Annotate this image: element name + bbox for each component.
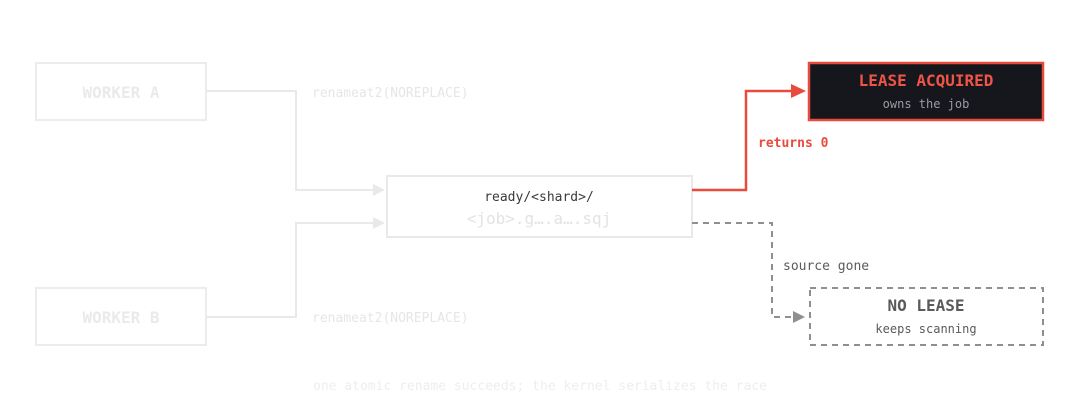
no-lease-title: NO LEASE [887,296,964,315]
win-connector [692,89,792,192]
lose-edge-label: source gone [783,259,869,274]
lease-acquired-title: LEASE ACQUIRED [859,71,994,90]
no-lease-subtitle: keeps scanning [875,322,976,336]
win-arrowhead [791,84,806,98]
win-edge-label: returns 0 [758,136,829,151]
worker-a-node: WORKER A [35,62,207,121]
worker-b-connector [206,222,375,318]
worker-b-arrowhead [373,217,385,229]
lease-acquired-subtitle: owns the job [883,97,970,111]
worker-a-call-label: renameat2(NOREPLACE) [312,86,469,101]
no-lease-node: NO LEASE keeps scanning [809,287,1044,346]
source-dir-label: ready/<shard>/ [484,190,594,205]
worker-b-node: WORKER B [35,287,207,346]
source-node: ready/<shard>/ <job>.g….a….sqj [386,175,693,238]
worker-a-connector [206,90,375,191]
lose-arrowhead [793,311,805,323]
diagram-caption: one atomic rename succeeds; the kernel s… [313,379,767,394]
worker-b-call-label: renameat2(NOREPLACE) [312,311,469,326]
lease-acquired-node: LEASE ACQUIRED owns the job [807,61,1045,122]
lose-connector [692,222,793,318]
worker-b-label: WORKER B [82,308,159,327]
worker-a-label: WORKER A [82,83,159,102]
worker-a-arrowhead [373,184,385,196]
source-file-label: <job>.g….a….sqj [467,209,612,228]
